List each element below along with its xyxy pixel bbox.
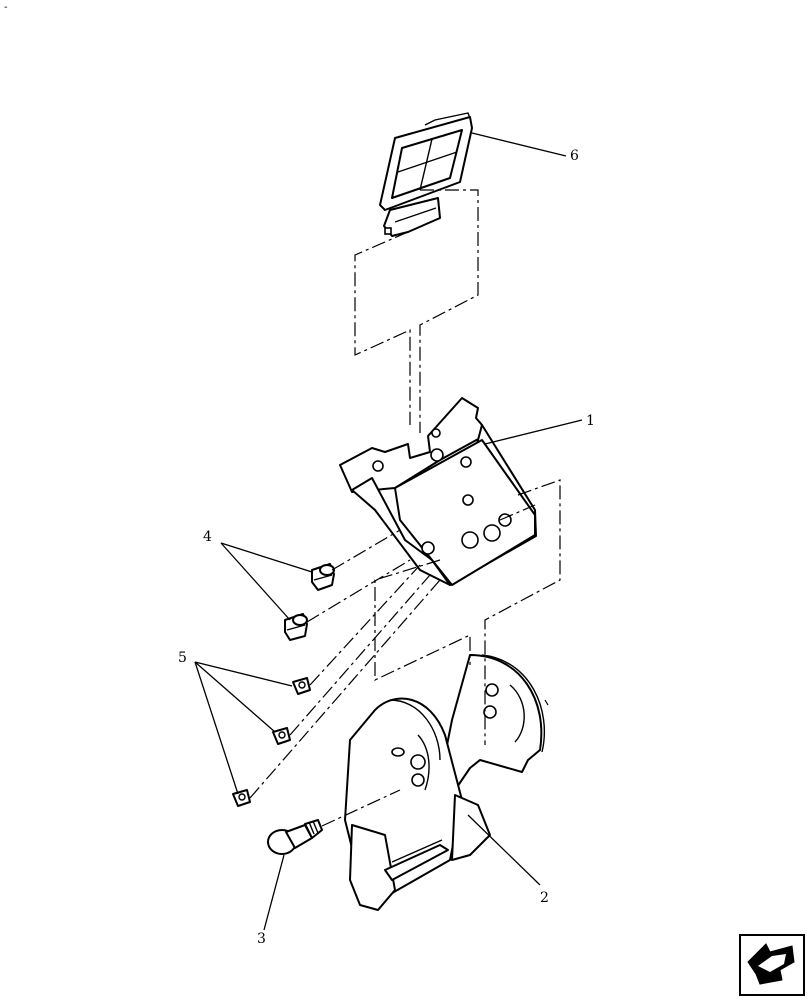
part-1-mounting-block bbox=[339, 397, 537, 586]
block-hole bbox=[372, 460, 384, 472]
block-port bbox=[483, 524, 501, 542]
mirror-mount-stud bbox=[384, 227, 392, 235]
corner-mark: - bbox=[4, 2, 8, 13]
callout-2: 2 bbox=[540, 890, 549, 906]
part-5-nipple bbox=[232, 789, 251, 807]
callout-4: 4 bbox=[203, 529, 212, 545]
block-port bbox=[461, 531, 479, 549]
part-5-nipple bbox=[272, 727, 291, 745]
part-3-pin bbox=[267, 819, 323, 855]
callout-1: 1 bbox=[586, 413, 595, 429]
next-page-arrow-icon[interactable] bbox=[739, 934, 805, 996]
callout-6: 6 bbox=[570, 148, 579, 164]
assembly-lines bbox=[249, 189, 561, 827]
block-hole bbox=[462, 494, 474, 506]
part-2-hinge-bracket bbox=[344, 654, 546, 911]
block-hole bbox=[431, 428, 441, 438]
block-hole bbox=[460, 456, 472, 468]
leader-lines bbox=[194, 132, 583, 931]
block-hole bbox=[430, 448, 444, 462]
part-6-mirror bbox=[379, 112, 473, 237]
block-hole bbox=[421, 541, 435, 555]
part-5-nipple bbox=[292, 677, 311, 695]
part-4-fitting bbox=[284, 613, 308, 641]
callout-3: 3 bbox=[257, 931, 266, 947]
part-4-fitting bbox=[311, 563, 335, 591]
callout-5: 5 bbox=[178, 650, 187, 666]
